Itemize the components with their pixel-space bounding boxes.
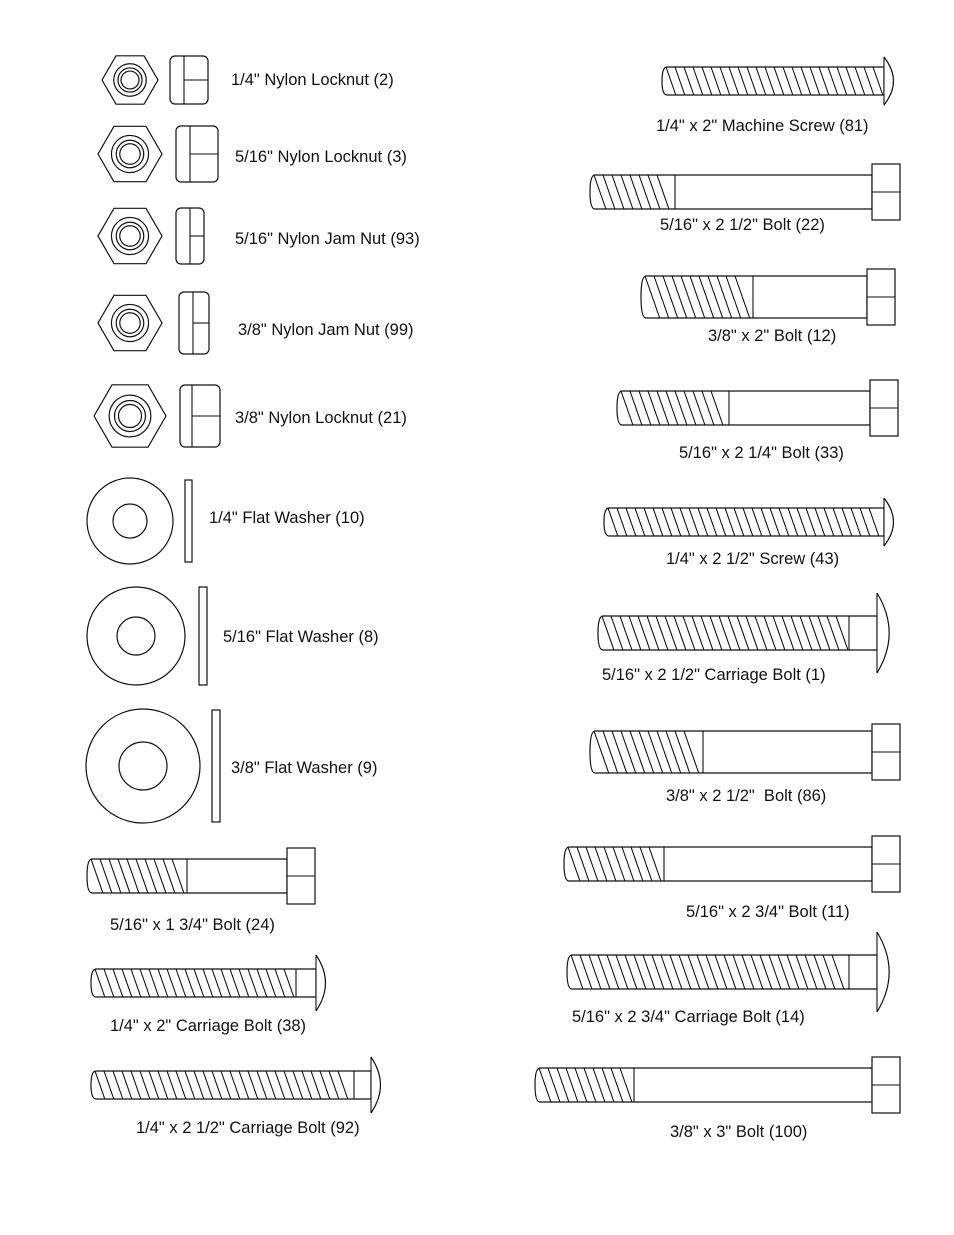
label-screw-1-4-x-2-1-2: 1/4" x 2 1/2" Screw (43) — [666, 550, 839, 568]
flat-washer-3-8-drawing — [85, 708, 221, 824]
nut-bore — [119, 143, 141, 165]
washer-hole — [112, 503, 148, 539]
nylon-jam-nut-3-8-drawing — [97, 291, 210, 355]
label-nylon-locknut-5-16: 5/16" Nylon Locknut (3) — [235, 148, 407, 166]
thread-lines — [601, 615, 849, 651]
bolt-5-16-x-1-3-4-drawing — [86, 847, 316, 905]
thread-lines — [538, 1067, 633, 1103]
thread-lines — [593, 730, 700, 774]
label-bolt-3-8-x-3: 3/8" x 3" Bolt (100) — [670, 1123, 807, 1141]
thread-lines — [94, 968, 295, 998]
label-flat-washer-3-8: 3/8" Flat Washer (9) — [231, 759, 377, 777]
label-bolt-5-16-x-1-3-4: 5/16" x 1 3/4" Bolt (24) — [110, 916, 275, 934]
label-flat-washer-1-4: 1/4" Flat Washer (10) — [209, 509, 365, 527]
machine-screw-1-4-x-2-drawing — [661, 56, 895, 106]
label-carriage-bolt-1-4-x-2: 1/4" x 2" Carriage Bolt (38) — [110, 1017, 306, 1035]
dome-head — [315, 954, 327, 1012]
thread-lines — [94, 1070, 349, 1100]
label-bolt-5-16-x-2-3-4: 5/16" x 2 3/4" Bolt (11) — [686, 903, 850, 921]
washer-edge-view — [211, 709, 221, 823]
washer-edge-view — [198, 586, 208, 686]
nylon-locknut-1-4-drawing — [101, 55, 209, 105]
label-nylon-jam-nut-5-16: 5/16" Nylon Jam Nut (93) — [235, 230, 420, 248]
bolt-3-8-x-2-1-2-drawing — [589, 723, 901, 781]
carriage-bolt-1-4-x-2-1-2-drawing — [90, 1056, 382, 1114]
label-carriage-bolt-5-16-x-2-3-4: 5/16" x 2 3/4" Carriage Bolt (14) — [572, 1008, 805, 1026]
label-flat-washer-5-16: 5/16" Flat Washer (8) — [223, 628, 379, 646]
dome-head — [876, 931, 890, 1013]
bolt-5-16-x-2-3-4-drawing — [563, 835, 901, 893]
bolt-5-16-x-2-1-2-drawing — [589, 163, 901, 221]
dome-head — [883, 56, 895, 106]
label-nylon-jam-nut-3-8: 3/8" Nylon Jam Nut (99) — [238, 321, 414, 339]
bolt-3-8-x-3-drawing — [534, 1056, 901, 1114]
bolt-shank — [563, 846, 873, 882]
bolt-shank — [640, 275, 868, 319]
label-nylon-locknut-3-8: 3/8" Nylon Locknut (21) — [235, 409, 407, 427]
thread-lines — [607, 507, 880, 537]
washer-edge-view — [184, 479, 193, 563]
washer-hole — [118, 741, 168, 791]
dome-head — [876, 592, 890, 674]
thread-lines — [90, 858, 185, 894]
carriage-bolt-1-4-x-2-drawing — [90, 954, 327, 1012]
screw-1-4-x-2-1-2-drawing — [603, 497, 895, 547]
bolt-shank — [534, 1067, 873, 1103]
bolt-shank — [90, 968, 317, 998]
dome-head — [883, 497, 895, 547]
nut-bore — [119, 225, 141, 247]
thread-lines — [593, 174, 670, 210]
label-bolt-3-8-x-2: 3/8" x 2" Bolt (12) — [708, 327, 836, 345]
label-machine-screw-1-4-x-2: 1/4" x 2" Machine Screw (81) — [656, 117, 869, 135]
label-bolt-3-8-x-2-1-2: 3/8" x 2 1/2" Bolt (86) — [666, 787, 826, 805]
thread-lines — [644, 275, 751, 319]
washer-hole — [116, 616, 156, 656]
bolt-5-16-x-2-1-4-drawing — [616, 379, 899, 437]
nut-bore — [119, 312, 141, 334]
nylon-jam-nut-5-16-drawing — [97, 207, 205, 265]
bolt-shank — [661, 66, 885, 96]
carriage-bolt-5-16-x-2-3-4-drawing — [566, 931, 890, 1013]
bolt-shank — [616, 390, 871, 426]
flat-washer-1-4-drawing — [86, 477, 193, 565]
thread-lines — [620, 390, 724, 426]
flat-washer-5-16-drawing — [86, 586, 208, 686]
bolt-3-8-x-2-drawing — [640, 268, 896, 326]
dome-head — [370, 1056, 382, 1114]
label-bolt-5-16-x-2-1-4: 5/16" x 2 1/4" Bolt (33) — [679, 444, 844, 462]
nylon-locknut-5-16-drawing — [97, 125, 219, 183]
label-carriage-bolt-5-16-x-2-1-2: 5/16" x 2 1/2" Carriage Bolt (1) — [602, 666, 826, 684]
label-nylon-locknut-1-4: 1/4" Nylon Locknut (2) — [231, 71, 394, 89]
nylon-locknut-3-8-drawing — [93, 384, 221, 448]
thread-lines — [665, 66, 884, 96]
carriage-bolt-5-16-x-2-1-2-drawing — [597, 592, 890, 674]
nut-bore — [120, 70, 140, 90]
nut-bore — [117, 403, 143, 429]
thread-lines — [567, 846, 662, 882]
thread-lines — [570, 954, 845, 990]
label-carriage-bolt-1-4-x-2-1-2: 1/4" x 2 1/2" Carriage Bolt (92) — [136, 1119, 360, 1137]
label-bolt-5-16-x-2-1-2: 5/16" x 2 1/2" Bolt (22) — [660, 216, 825, 234]
